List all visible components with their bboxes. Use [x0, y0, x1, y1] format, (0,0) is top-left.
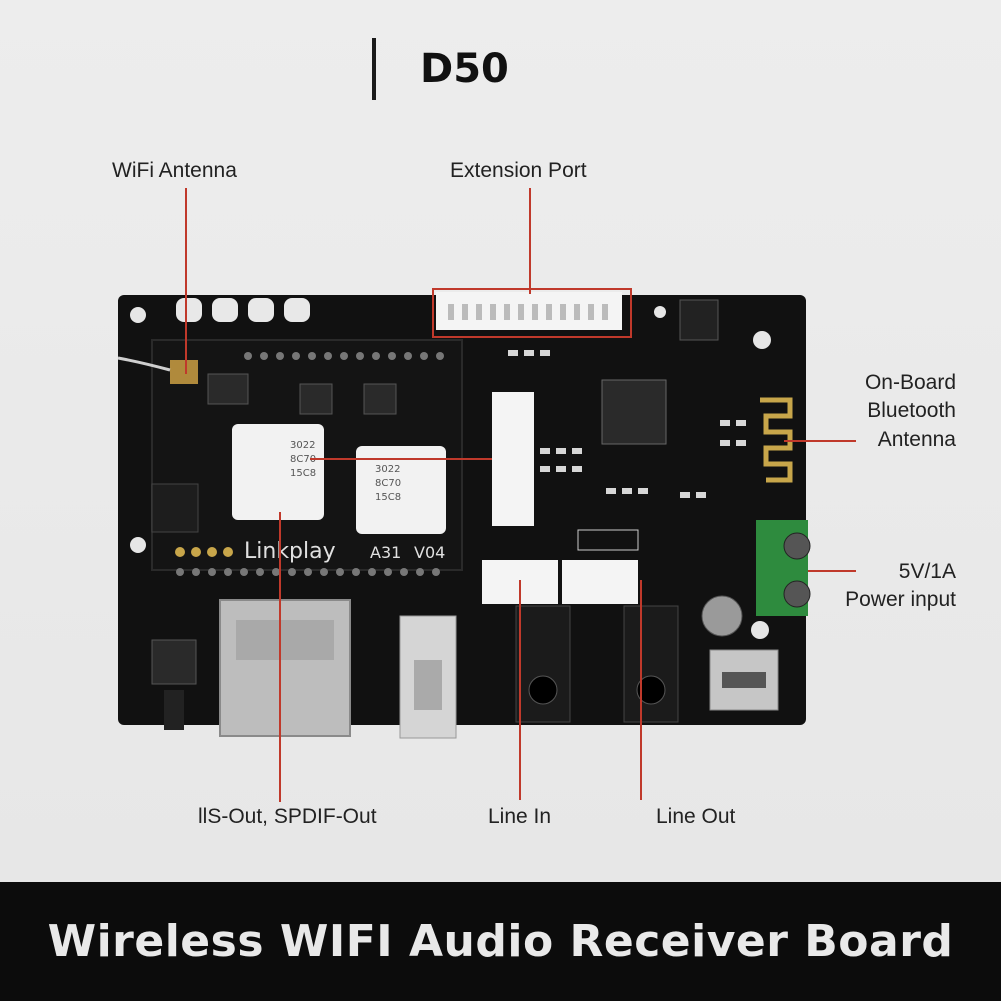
label-power: 5V/1A Power input [826, 558, 956, 615]
line-out-connector [562, 560, 638, 604]
shield-can [232, 424, 324, 520]
label-line-in: Line In [488, 805, 552, 828]
label-iis-out: llS-Out, SPDIF-Out [198, 805, 377, 828]
svg-text:8C70: 8C70 [290, 454, 316, 465]
vertical-connector [492, 392, 534, 526]
callout-vertical-connector [310, 458, 492, 460]
mount-hole [130, 307, 146, 323]
label-line-out: Line Out [656, 805, 736, 828]
tactile-button [151, 639, 197, 685]
mount-hole [654, 306, 666, 318]
board-model: A31 [370, 543, 401, 562]
footer-banner: Wireless WIFI Audio Receiver Board [0, 882, 1001, 1001]
led [176, 298, 202, 322]
label-power-line2: Power input [845, 588, 956, 612]
title-divider [372, 38, 376, 100]
callout-line-out [640, 580, 642, 800]
footer-text: Wireless WIFI Audio Receiver Board [47, 916, 954, 967]
callout-extension-port [529, 188, 531, 294]
led [212, 298, 238, 322]
line-out-jack [623, 605, 679, 723]
callout-iis [279, 512, 281, 802]
label-bt-antenna-line3: Antenna [877, 427, 956, 451]
page-title: D50 [420, 46, 509, 92]
mount-hole [753, 331, 771, 349]
callout-extension-port-box [432, 288, 632, 338]
svg-text:8C70: 8C70 [375, 478, 401, 489]
capacitor [701, 595, 743, 637]
line-in-jack [515, 605, 571, 723]
flash-chip [151, 483, 199, 533]
callout-wifi-antenna [185, 188, 187, 374]
callout-line-in [519, 580, 521, 800]
board-brand: Linkplay [244, 539, 336, 564]
mount-hole [130, 537, 146, 553]
mount-hole [751, 621, 769, 639]
label-bt-antenna-line1: On-Board [864, 371, 956, 394]
label-extension-port: Extension Port [450, 159, 587, 182]
main-chip [601, 379, 667, 445]
led [248, 298, 274, 322]
svg-text:15C8: 15C8 [290, 468, 316, 479]
svg-text:3022: 3022 [375, 464, 400, 475]
shield-can [356, 446, 446, 534]
label-power-line1: 5V/1A [898, 560, 956, 583]
wifi-antenna-connector [170, 360, 198, 384]
led [284, 298, 310, 322]
board-version: V04 [414, 543, 445, 562]
pin-header [577, 529, 639, 551]
label-bt-antenna-line2: Bluetooth [867, 399, 956, 423]
svg-text:15C8: 15C8 [375, 492, 401, 503]
callout-power [808, 570, 856, 572]
label-bt-antenna: On-Board Bluetooth Antenna [846, 369, 956, 454]
label-wifi-antenna: WiFi Antenna [112, 159, 237, 182]
ir-receiver [679, 299, 719, 341]
svg-text:3022: 3022 [290, 440, 315, 451]
callout-bt-antenna [784, 440, 856, 442]
